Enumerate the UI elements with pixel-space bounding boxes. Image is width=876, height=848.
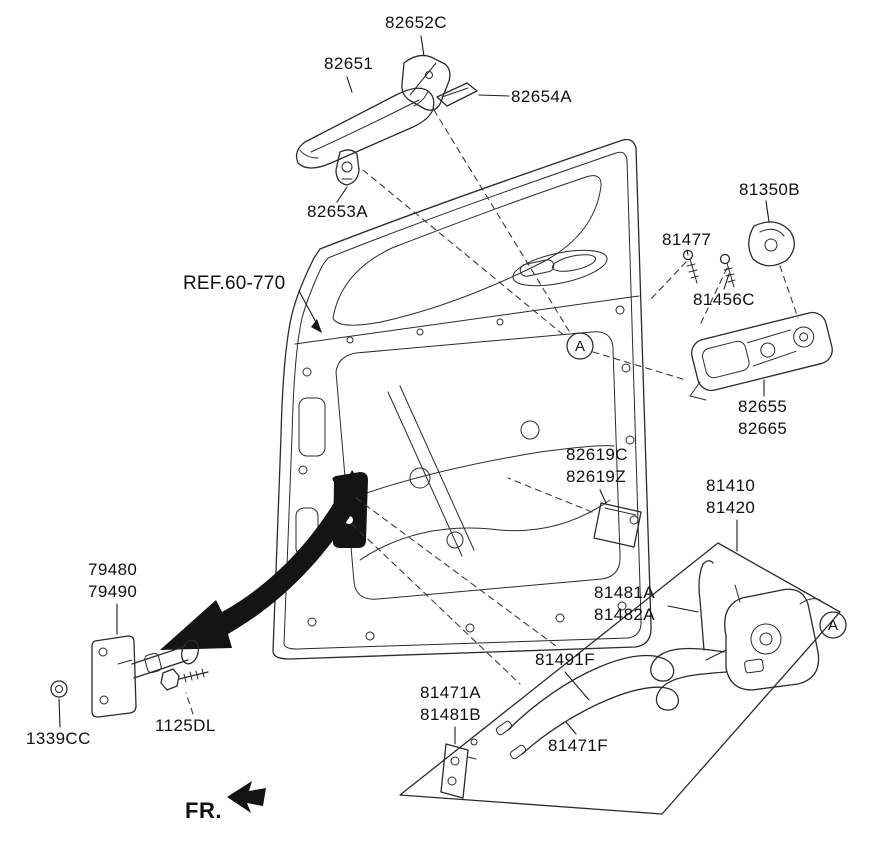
section-callout-a-lock-letter: A [828,617,838,634]
part-label-79490: 79490 [88,582,138,601]
door-latch-81410 [705,584,821,691]
part-label-82665: 82665 [738,419,788,438]
part-label-82654A: 82654A [511,87,573,106]
part-label-81477: 81477 [662,230,712,249]
cable-81491F [495,647,725,736]
pad-82619C [593,502,642,548]
part-label-81471F: 81471F [548,736,609,755]
part-label-1339CC: 1339CC [26,729,91,748]
part-label-82655: 82655 [738,397,788,416]
gasket-82654A [436,82,478,107]
part-label-82652C: 82652C [385,13,447,32]
part-label-82651: 82651 [324,54,374,73]
ref-callout-label: REF.60-770 [183,273,286,294]
screw-81477 [682,249,699,284]
section-callout-a-lock: A [819,611,847,639]
checker-pointer-arrow [160,470,366,650]
part-label-81420: 81420 [706,498,756,517]
ref-arrow [298,290,322,333]
part-label-81350B: 81350B [739,180,801,199]
inner-handle-recess [512,249,608,287]
door-checker-79480 [91,635,199,718]
handle-base-82655 [689,311,833,401]
part-label-82653A: 82653A [307,202,369,221]
cover-81350B [748,221,795,267]
lock-assembly-boundary [399,542,841,815]
screw-81456C [719,253,736,288]
cable-81471F [509,671,727,760]
part-label-81482A: 81482A [594,605,656,624]
label-leader-lines [58,35,770,745]
part-label-1125DL: 1125DL [155,716,216,735]
part-label-82619Z: 82619Z [566,467,627,486]
nut-1339CC [50,680,68,698]
part-label-82619C: 82619C [566,445,628,464]
section-callout-a-door: A [566,332,594,360]
section-callout-a-door-letter: A [575,338,585,355]
fr-direction-arrow [227,781,266,813]
bracket-81471A [440,738,478,799]
part-label-81481A: 81481A [594,583,656,602]
part-label-81481B: 81481B [420,705,482,724]
fr-marker-label: FR. [185,798,222,823]
part-label-79480: 79480 [88,560,138,579]
bracket-82653A [335,149,360,186]
rod-81481A [698,560,714,651]
handle-cap-82652C [401,54,451,111]
bolt-1125DL [160,668,209,691]
part-label-81410: 81410 [706,476,756,495]
part-label-81456C: 81456C [693,290,755,309]
outside-handle-82651 [295,87,435,169]
assembly-dashed-lines [185,109,799,715]
part-label-81491F: 81491F [535,650,596,669]
part-label-81471A: 81471A [420,683,482,702]
